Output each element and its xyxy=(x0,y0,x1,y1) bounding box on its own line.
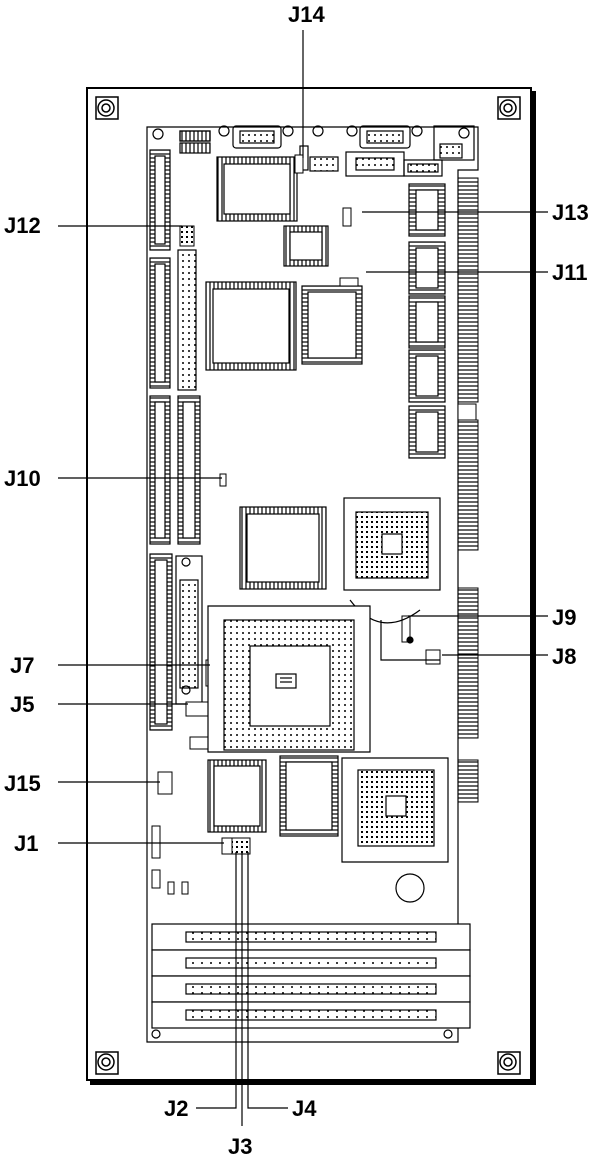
label-j2: J2 xyxy=(164,1096,188,1121)
label-j11: J11 xyxy=(552,260,588,285)
label-j9: J9 xyxy=(552,605,576,630)
lower-left-headers xyxy=(151,825,189,895)
label-j8: J8 xyxy=(552,644,576,669)
jumper-j5-block xyxy=(185,701,209,717)
mounting-hole-top-right xyxy=(497,96,521,120)
jumper-j10-block xyxy=(219,473,227,487)
label-j15: J15 xyxy=(4,771,41,796)
mounting-hole-top-left xyxy=(95,96,119,120)
memory-chips xyxy=(408,183,446,459)
label-j1: J1 xyxy=(14,831,38,856)
chip-upper-plcc xyxy=(216,156,298,222)
pcb-outline xyxy=(146,126,479,1043)
callout-lines xyxy=(58,30,548,1126)
jumper-j12-block xyxy=(179,225,195,247)
label-j7: J7 xyxy=(10,653,34,678)
jumper-j15-block xyxy=(157,771,173,795)
chip-bga-lower xyxy=(341,757,449,903)
jumper-j1-j4-group xyxy=(221,837,251,855)
mounting-hole-bottom-left xyxy=(95,1051,119,1075)
label-j10: J10 xyxy=(4,466,41,491)
left-headers xyxy=(149,149,203,731)
jumper-j9-block xyxy=(401,615,411,643)
mounting-hole-bottom-right xyxy=(497,1051,521,1075)
battery-area xyxy=(380,620,440,661)
label-j5: J5 xyxy=(10,692,34,717)
cpu-socket xyxy=(207,605,371,753)
jumper-j13-block xyxy=(342,207,352,227)
chip-middle-qfp xyxy=(239,506,327,590)
edge-connector-lower xyxy=(457,587,479,803)
chip-plcc-right xyxy=(301,285,363,365)
chip-lower-left-qfp xyxy=(207,759,267,833)
label-j13: J13 xyxy=(552,200,589,225)
label-j14: J14 xyxy=(288,2,325,27)
rear-io-connectors xyxy=(152,125,475,177)
callout-j2 xyxy=(196,852,237,1109)
chip-bga-upper xyxy=(343,497,441,624)
jumper-j11-block xyxy=(339,277,359,287)
chip-large-qfp-left xyxy=(205,281,297,371)
mounting-holes xyxy=(95,96,521,1075)
label-j12: J12 xyxy=(4,213,41,238)
chip-lower-mid-qfp xyxy=(279,755,339,837)
jumper-j8-block xyxy=(425,649,441,665)
edge-connector-upper xyxy=(457,177,479,551)
chip-small-qfp xyxy=(283,225,329,267)
jumper-j14-block xyxy=(294,154,304,174)
jumper-labels: J14 J12 J13 J11 J10 J9 J8 J7 J5 J15 J1 J… xyxy=(4,2,589,1159)
callout-j4 xyxy=(247,852,288,1109)
label-j4: J4 xyxy=(292,1096,317,1121)
expansion-slots xyxy=(151,923,471,1039)
label-j3: J3 xyxy=(228,1134,252,1159)
